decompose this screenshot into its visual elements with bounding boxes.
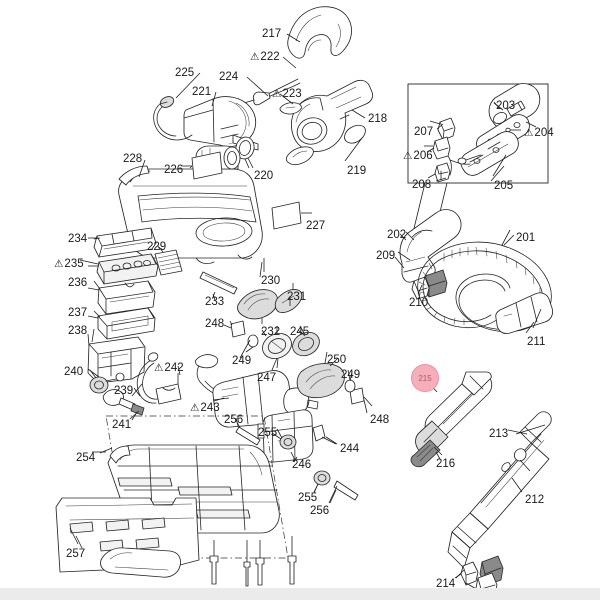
part-label-250: 250 bbox=[327, 354, 347, 366]
part-label-236: 236 bbox=[68, 277, 88, 289]
part-label-212: 212 bbox=[525, 494, 545, 506]
part-label-202: 202 bbox=[387, 229, 407, 241]
part-label-226: 226 bbox=[164, 164, 184, 176]
part-label-240: 240 bbox=[64, 366, 84, 378]
part-label-242: 242 bbox=[154, 362, 183, 374]
part-217 bbox=[287, 6, 352, 59]
part-240-241-239 bbox=[87, 368, 145, 421]
part-236 bbox=[87, 280, 156, 315]
part-225 bbox=[153, 96, 193, 141]
part-label-234: 234 bbox=[68, 233, 88, 245]
part-235 bbox=[88, 253, 159, 285]
part-label-246: 246 bbox=[292, 459, 312, 471]
part-label-255: 255 bbox=[298, 492, 318, 504]
part-label-220: 220 bbox=[254, 170, 274, 182]
part-label-254: 254 bbox=[76, 452, 96, 464]
part-label-229: 229 bbox=[147, 241, 167, 253]
part-label-245: 245 bbox=[290, 326, 310, 338]
part-label-211: 211 bbox=[527, 336, 546, 348]
part-label-228: 228 bbox=[123, 153, 143, 165]
part-label-231: 231 bbox=[287, 291, 307, 303]
part-233 bbox=[199, 271, 238, 298]
part-label-247: 247 bbox=[257, 372, 277, 384]
part-label-207: 207 bbox=[414, 126, 434, 138]
part-205-pcb bbox=[460, 131, 519, 177]
part-255-256 bbox=[235, 419, 359, 504]
part-219 bbox=[285, 124, 366, 166]
part-label-206: 206 bbox=[403, 150, 432, 162]
part-label-227: 227 bbox=[306, 220, 326, 232]
part-248-plates bbox=[223, 320, 373, 407]
part-label-248: 248 bbox=[370, 414, 390, 426]
part-242 bbox=[136, 352, 182, 405]
part-247-249-232-245 bbox=[245, 325, 320, 371]
part-label-230: 230 bbox=[261, 275, 281, 287]
part-label-201: 201 bbox=[516, 232, 536, 244]
part-243-motor bbox=[194, 354, 319, 428]
part-227 bbox=[271, 201, 312, 230]
part-label-218: 218 bbox=[368, 113, 388, 125]
part-label-238: 238 bbox=[68, 325, 88, 337]
part-label-257: 257 bbox=[66, 548, 86, 560]
part-label-203: 203 bbox=[496, 100, 516, 112]
part-label-223: 223 bbox=[272, 88, 301, 100]
part-label-249: 249 bbox=[341, 369, 361, 381]
part-210 bbox=[411, 269, 448, 300]
part-label-205: 205 bbox=[494, 180, 514, 192]
part-label-256: 256 bbox=[224, 414, 244, 426]
part-label-225: 225 bbox=[175, 67, 195, 79]
part-201-hose bbox=[417, 229, 554, 334]
part-label-249: 249 bbox=[232, 355, 252, 367]
part-label-241: 241 bbox=[112, 419, 132, 431]
footer-bar bbox=[0, 588, 600, 600]
bottom-small-parts bbox=[100, 536, 297, 587]
part-212-213-wand bbox=[447, 411, 552, 569]
part-label-244: 244 bbox=[340, 443, 360, 455]
part-label-243: 243 bbox=[190, 402, 219, 414]
part-230-231-232 bbox=[237, 258, 303, 324]
part-label-256: 256 bbox=[310, 505, 330, 517]
part-label-221: 221 bbox=[192, 86, 212, 98]
part-label-204: 204 bbox=[524, 127, 553, 139]
part-label-239: 239 bbox=[114, 385, 134, 397]
part-label-224: 224 bbox=[219, 71, 239, 83]
part-label-219: 219 bbox=[347, 165, 367, 177]
part-label-216: 216 bbox=[436, 458, 456, 470]
part-label-208: 208 bbox=[412, 179, 432, 191]
part-label-233: 233 bbox=[205, 296, 225, 308]
part-label-213: 213 bbox=[489, 428, 509, 440]
part-218 bbox=[291, 79, 374, 152]
part-234 bbox=[88, 227, 157, 258]
part-label-255: 255 bbox=[258, 427, 278, 439]
highlighted-part-marker[interactable]: 215 bbox=[411, 364, 439, 392]
part-label-210: 210 bbox=[409, 297, 429, 309]
part-label-217: 217 bbox=[262, 28, 282, 40]
part-250 bbox=[296, 351, 356, 399]
part-label-209: 209 bbox=[376, 250, 396, 262]
part-202-209 bbox=[394, 209, 462, 283]
part-220 bbox=[235, 136, 255, 169]
part-226 bbox=[182, 151, 223, 180]
part-label-232: 232 bbox=[261, 326, 281, 338]
part-label-248: 248 bbox=[205, 318, 225, 330]
part-229 bbox=[154, 245, 183, 276]
part-237 bbox=[87, 307, 156, 340]
part-label-237: 237 bbox=[68, 307, 88, 319]
part-label-214: 214 bbox=[436, 578, 456, 590]
part-label-222: 222 bbox=[250, 51, 279, 63]
part-label-235: 235 bbox=[54, 258, 83, 270]
part-215-216-tool bbox=[410, 371, 493, 468]
